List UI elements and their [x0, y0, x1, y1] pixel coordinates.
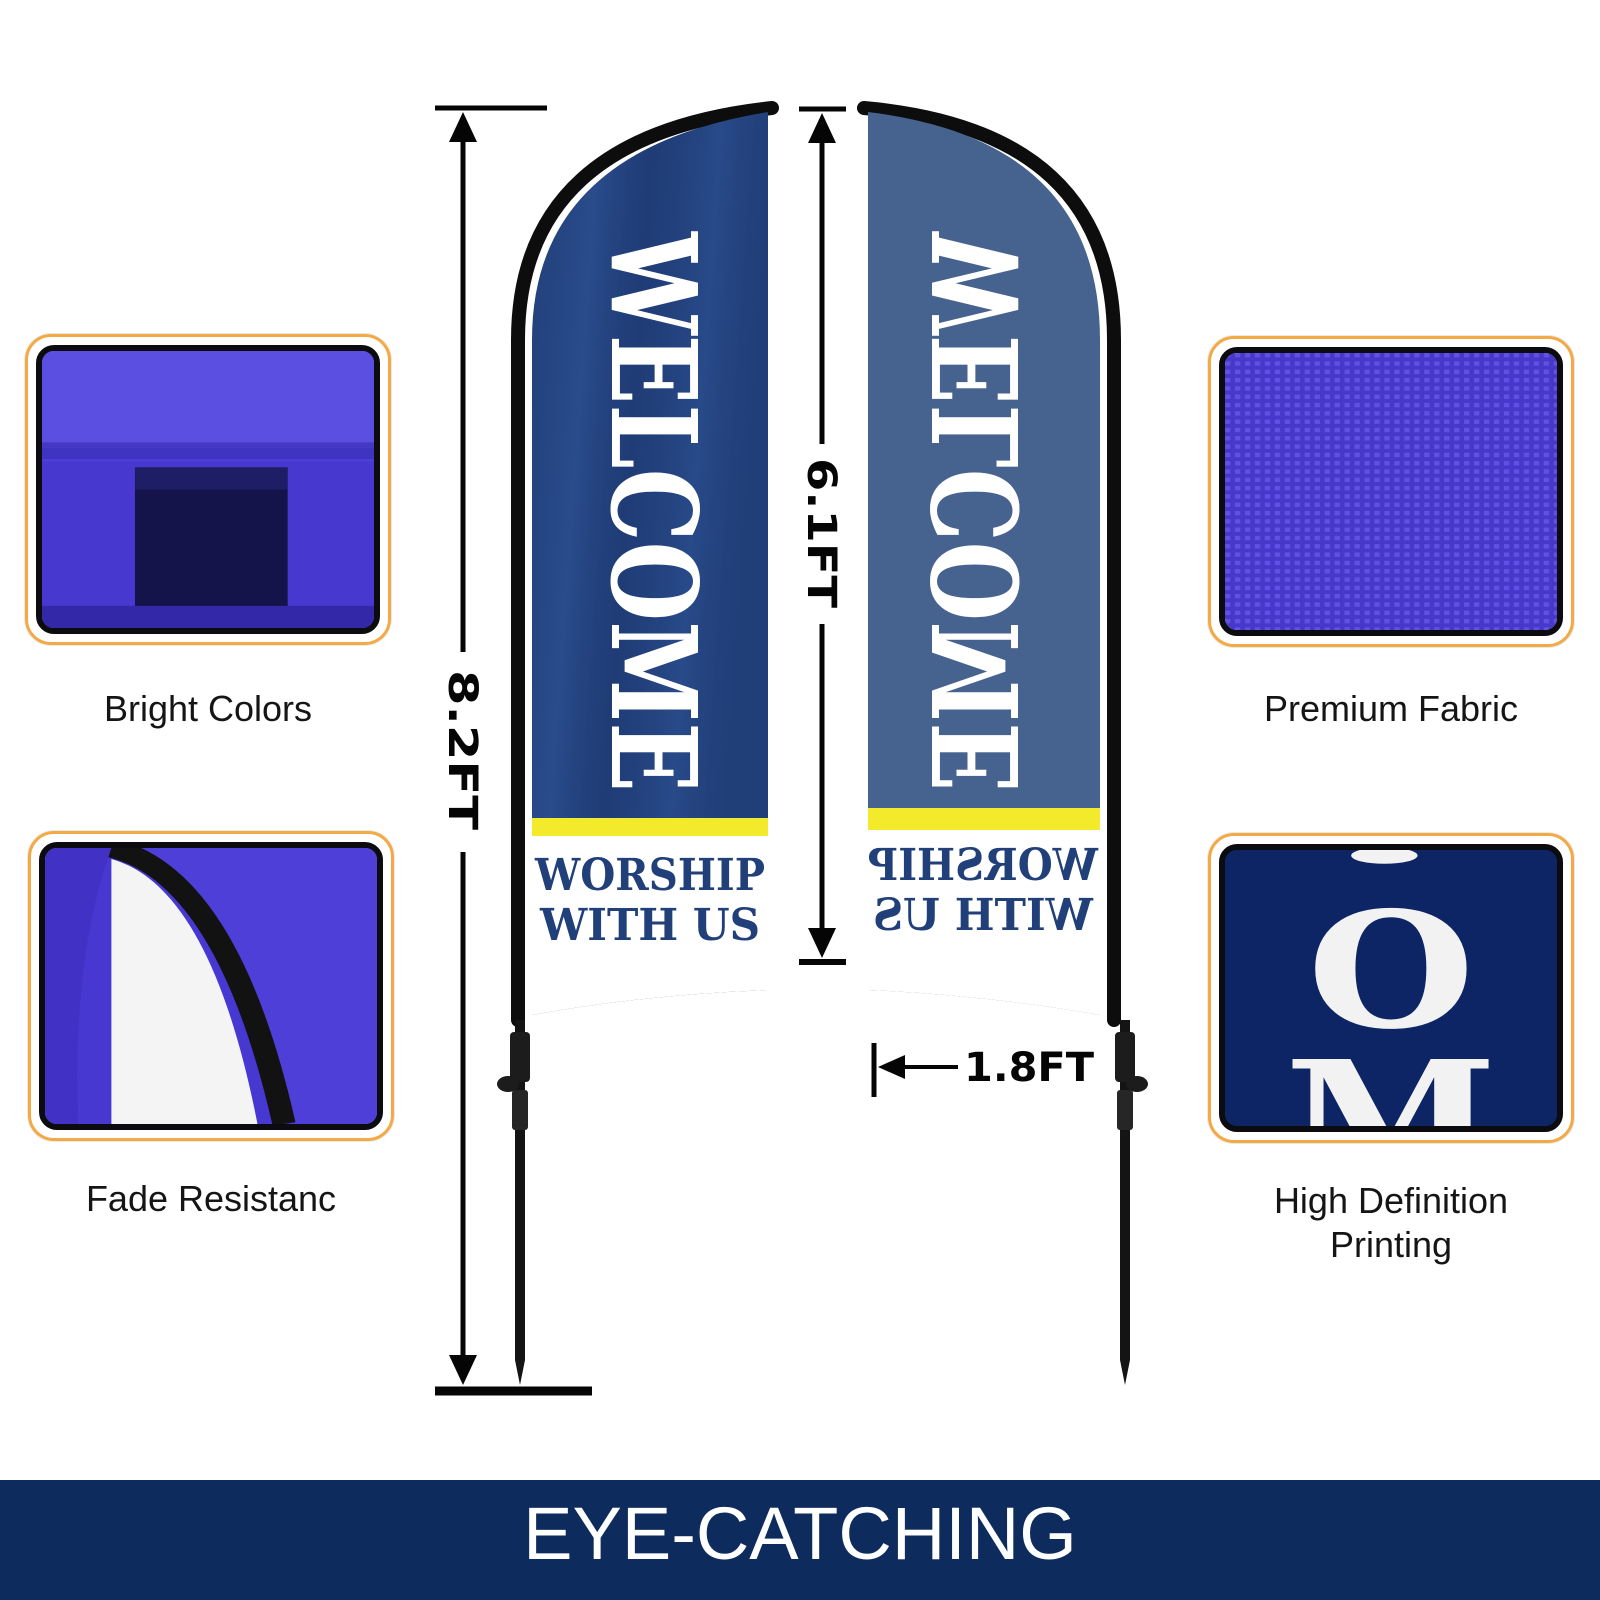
printed-letters-closeup-icon: O M [1219, 844, 1563, 1132]
flag-front-subtitle-line1: WORSHIP [534, 850, 765, 901]
flag-back-subtitle-line1: WORSHIP [868, 840, 1099, 891]
flag-back-pole [1120, 1020, 1130, 1360]
flag-back-title: WELCOME [907, 230, 1046, 792]
fabric-edge-closeup-icon [39, 842, 383, 1130]
flag-width-label: 1.8FT [964, 1045, 1095, 1091]
dimension-flag-height: 6.1FT [798, 106, 846, 965]
flag-back-frame [857, 101, 1121, 1027]
flag-front-subtitle-line2: WITH US [539, 900, 760, 951]
flag-front: WELCOME WORSHIP WITH US [497, 101, 779, 1385]
flag-back-white-panel [868, 830, 1100, 1015]
flag-front-frame [511, 101, 779, 1027]
premium-fabric-label: Premium Fabric [1263, 688, 1519, 729]
banner-title: EYE-CATCHING [523, 1492, 1077, 1575]
flag-back-subtitle-line2: WITH US [873, 890, 1094, 941]
flag-front-yellow-stripe [532, 818, 768, 836]
fade-resistance-label: Fade Resistanc [85, 1178, 337, 1219]
bottom-banner: EYE-CATCHING [0, 1480, 1600, 1600]
bright-colors-label: Bright Colors [103, 688, 313, 729]
high-definition-printing-label: High Definition Printing [1273, 1180, 1509, 1265]
flag-front-title: WELCOME [584, 230, 723, 792]
premium-fabric-swatch [1208, 336, 1574, 647]
flag-front-white-panel [532, 836, 768, 1015]
flag-back: WELCOME WORSHIP WITH US [857, 101, 1148, 1385]
dimension-total-height: 8.2FT [435, 105, 592, 1396]
flag-front-pole-clip [497, 1076, 519, 1092]
total-height-label: 8.2FT [439, 670, 485, 831]
flag-front-pole [515, 1020, 525, 1360]
fabric-seam-closeup-icon [36, 345, 380, 634]
fabric-weave-closeup-icon [1219, 347, 1563, 636]
flag-back-pole-clip [1126, 1076, 1148, 1092]
flag-back-yellow-stripe [868, 808, 1100, 830]
printed-letter-o: O [1307, 877, 1475, 1065]
dimension-flag-width: 1.8FT [871, 1043, 1095, 1097]
printed-letter-m: M [1284, 1026, 1497, 1126]
bright-colors-swatch [25, 334, 391, 645]
fade-resistance-swatch [28, 831, 394, 1141]
flag-height-label: 6.1FT [798, 458, 844, 609]
high-definition-swatch: O M [1208, 833, 1574, 1143]
